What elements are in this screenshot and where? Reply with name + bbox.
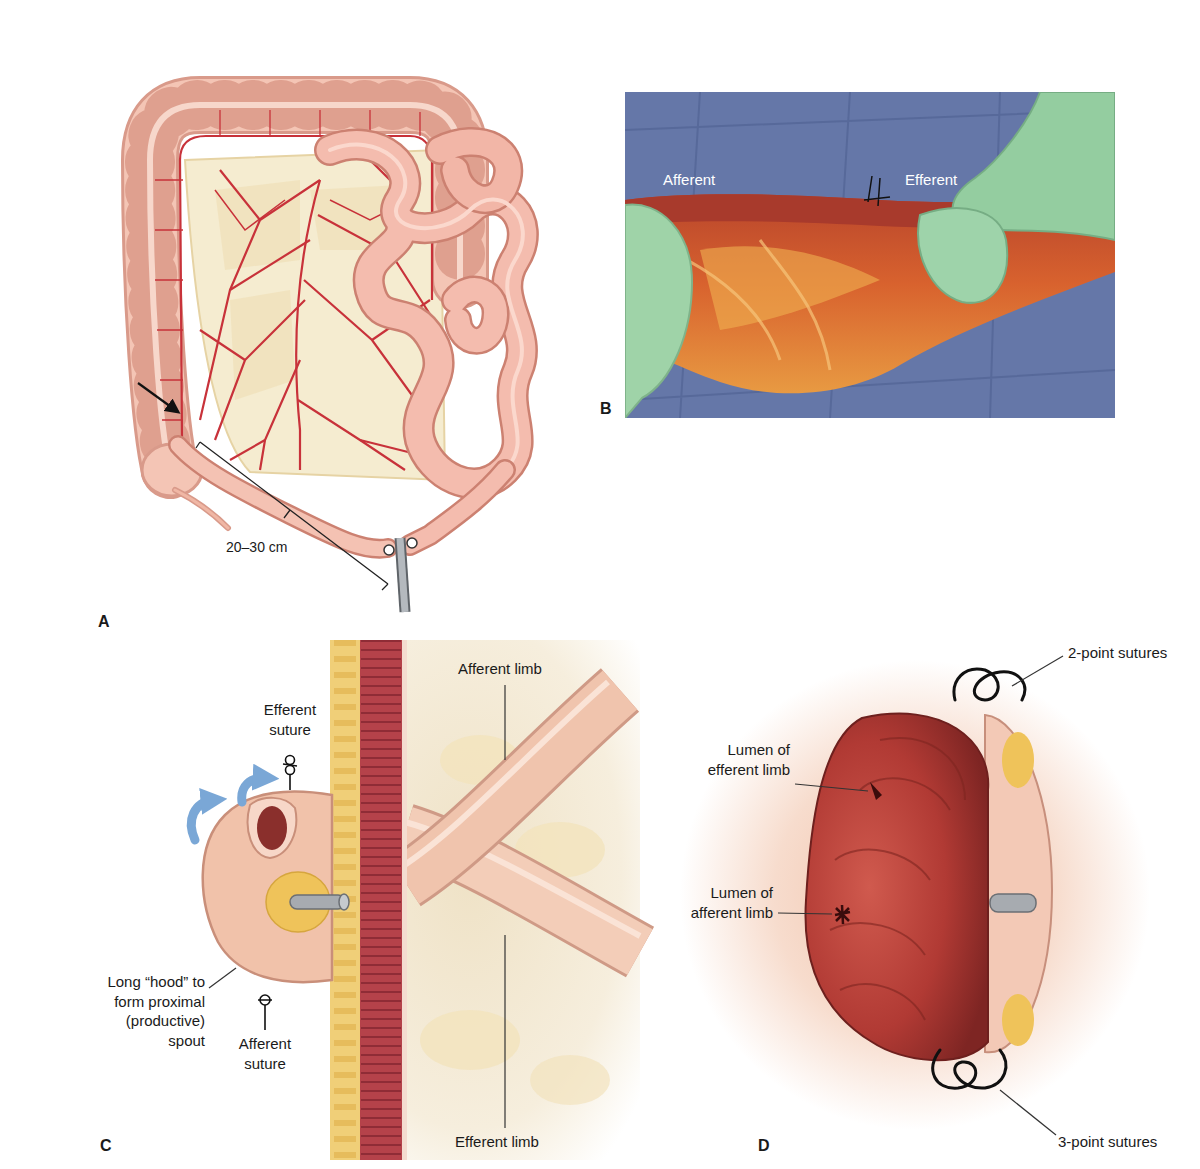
part-label: Long “hood” to form proximal (productive… [107,972,205,1050]
photo-label: Afferent [663,170,715,190]
small-bowel [440,142,508,199]
bowel-limbs [405,690,620,882]
part-label: 3-point sutures [1058,1132,1157,1152]
leader-lines [504,935,505,1128]
bowel-limbs [400,682,640,952]
leader-lines [209,685,505,1128]
abdominal-interior [330,640,640,1160]
mesenteric-vessels [215,300,305,440]
stoma-spout [990,894,1036,912]
part-label: Lumen of efferent limb [686,740,790,779]
eversion-arrows [242,778,266,802]
small-bowel [330,145,523,470]
small-bowel [410,470,505,545]
terminal-ileum [384,545,394,555]
bowel-limbs [400,682,608,868]
stoma-spout [1002,732,1034,788]
abdominal-wall [330,640,407,1160]
leader-lines [778,913,832,914]
stoma-hood [203,792,332,983]
part-label: Efferent suture [254,700,326,739]
panel-letter: C [100,1136,112,1157]
mesenteric-vessels [298,400,405,470]
terminal-ileum [178,445,388,549]
leader-lines [795,784,868,791]
panel-letter: A [98,612,110,633]
mesenteric-vessels [296,180,320,470]
mesenteric-vessels [200,240,310,420]
leader-lines [1000,1090,1056,1135]
stoma-hood [203,792,349,983]
operative-photo [625,92,1115,418]
mesenteric-vessels [260,360,300,470]
terminal-ileum [178,445,417,555]
suture-symbols [283,764,297,790]
abdominal-wall [360,640,402,1160]
small-bowel [455,290,496,341]
stoma-spout [1002,994,1034,1046]
length-bracket [196,442,388,590]
stoma-spout [985,715,1052,1052]
terminal-ileum [407,538,417,548]
dimension-label: 20–30 cm [226,538,287,556]
eversion-arrows [191,800,214,840]
bowel-limbs [405,690,620,882]
abdominal-wall [361,640,401,1160]
pointer-arrow [138,383,178,412]
part-label: Afferent suture [229,1034,301,1073]
length-bracket [196,442,388,590]
small-bowel [455,290,496,341]
stoma-tube [400,538,405,612]
stoma-hood [248,798,297,858]
abdominal-wall [402,640,407,1160]
stoma-tube [400,538,405,612]
stoma-spout [806,714,989,1061]
small-bowel [410,470,505,545]
pointer-arrow [138,383,178,412]
stoma-spout [830,738,965,1020]
abdominal-interior [330,640,640,1160]
terminal-ileum [178,445,388,549]
leader-lines [778,656,1063,1135]
operative-photo [625,92,1115,418]
part-label: Afferent limb [458,659,542,679]
stoma-spout [870,782,882,800]
small-bowel [440,142,508,199]
stoma-sutures [933,1050,1006,1088]
panel-letter: B [600,399,612,420]
colon [175,490,228,528]
stoma-tube [400,538,405,612]
suture-symbols [286,756,295,765]
part-label: 2-point sutures [1068,643,1167,663]
panel-letter: D [758,1136,770,1157]
stoma-hood [290,895,345,909]
small-bowel [330,142,523,545]
operative-photo [864,176,890,206]
colon [175,490,228,528]
leader-lines [504,685,505,760]
stoma-spout [835,905,850,924]
stoma-hood [257,806,287,850]
abdominal-interior [530,1055,610,1105]
part-label: Lumen of afferent limb [669,883,773,922]
leader-lines [209,968,236,988]
stoma-sutures [933,669,1025,1088]
leader-lines [1012,656,1063,686]
operative-photo [918,208,1007,303]
part-label: Efferent limb [455,1132,539,1152]
eversion-arrows [191,778,266,840]
suture-symbols [258,1000,272,1030]
photo-label: Efferent [905,170,957,190]
operative-photo [625,204,692,418]
operative-photo [625,92,1115,418]
stoma-hood [339,894,349,910]
suture-symbols [258,756,297,1031]
suture-symbols [286,766,295,775]
stoma-spout [806,714,1052,1061]
